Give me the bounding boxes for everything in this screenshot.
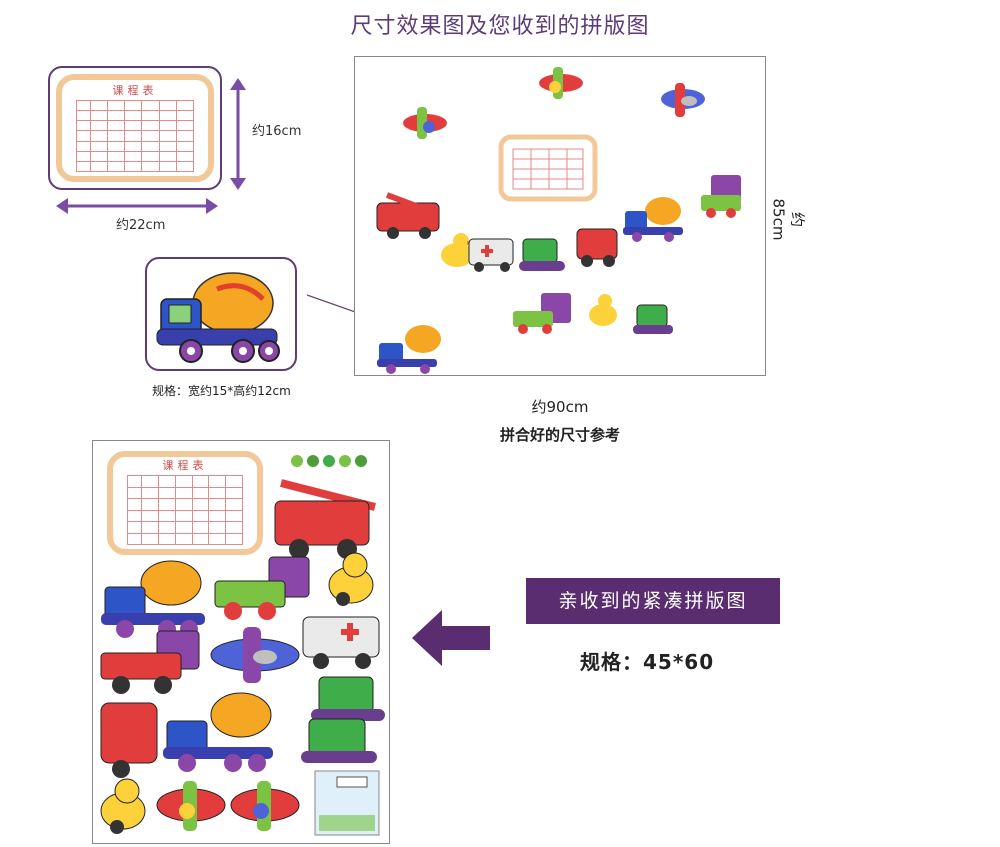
sticker-sheet: 课程表 [92, 440, 390, 844]
excavator-icon [311, 676, 385, 721]
preview-caption: 拼合好的尺寸参考 [499, 426, 620, 444]
preview-height-label: 约85cm [769, 198, 807, 241]
fire-truck-icon [376, 192, 440, 239]
sheet-schedule-frame: 课程表 [107, 451, 263, 555]
train-icon [100, 630, 200, 694]
excavator-icon [633, 304, 673, 334]
plane-icon [210, 627, 300, 683]
product-label-card [314, 770, 380, 836]
duck-icon [589, 294, 617, 326]
truck-callout-card [145, 257, 297, 371]
plane-icon [403, 107, 447, 139]
train-icon [214, 556, 310, 620]
height-label: 约16cm [252, 124, 302, 139]
layout-stickers [376, 67, 741, 374]
truck-spec-label: 规格：宽约15*高约12cm [152, 384, 291, 398]
height-arrow-icon [230, 78, 246, 190]
train-icon [513, 293, 571, 334]
mixer-truck-icon [377, 325, 441, 374]
plane-icon [661, 83, 705, 117]
promo-banner: 亲收到的紧凑拼版图 [526, 578, 780, 624]
train-icon [701, 175, 741, 218]
mail-truck-icon [100, 702, 158, 778]
duck-icon [441, 233, 475, 267]
mini-icons-row [291, 455, 367, 467]
schedule-card: 课程表 [48, 66, 222, 190]
plane-icon [230, 781, 300, 831]
page-title: 尺寸效果图及您收到的拼版图 [350, 14, 650, 39]
width-arrow-icon [56, 198, 218, 214]
sheet-stickers [100, 455, 385, 836]
duck-icon [100, 778, 146, 834]
promo-spec: 规格：45*60 [580, 650, 715, 674]
excavator-icon [519, 238, 565, 271]
excavator-icon [301, 718, 377, 763]
schedule-frame: 课程表 [56, 74, 214, 182]
ambulance-icon [302, 616, 380, 669]
mixer-truck-icon [101, 560, 205, 638]
plane-icon [156, 781, 226, 831]
arrow-left-icon [412, 610, 490, 666]
mixer-truck-icon [163, 692, 273, 772]
fire-truck-icon [274, 479, 376, 559]
sheet-schedule-grid [127, 475, 243, 545]
layout-preview [354, 56, 766, 376]
mail-truck-icon [576, 228, 618, 267]
width-label: 约22cm [116, 218, 166, 233]
mini-schedule [498, 134, 598, 202]
schedule-title: 课程表 [112, 84, 158, 97]
mixer-truck-icon [623, 197, 683, 242]
duck-icon [328, 552, 374, 606]
sheet-schedule-title: 课程表 [162, 459, 208, 472]
mixer-truck-icon [156, 272, 280, 363]
schedule-grid [76, 100, 194, 172]
preview-width-label: 约90cm [531, 398, 589, 416]
plane-icon [539, 67, 583, 99]
ambulance-icon [468, 238, 514, 272]
